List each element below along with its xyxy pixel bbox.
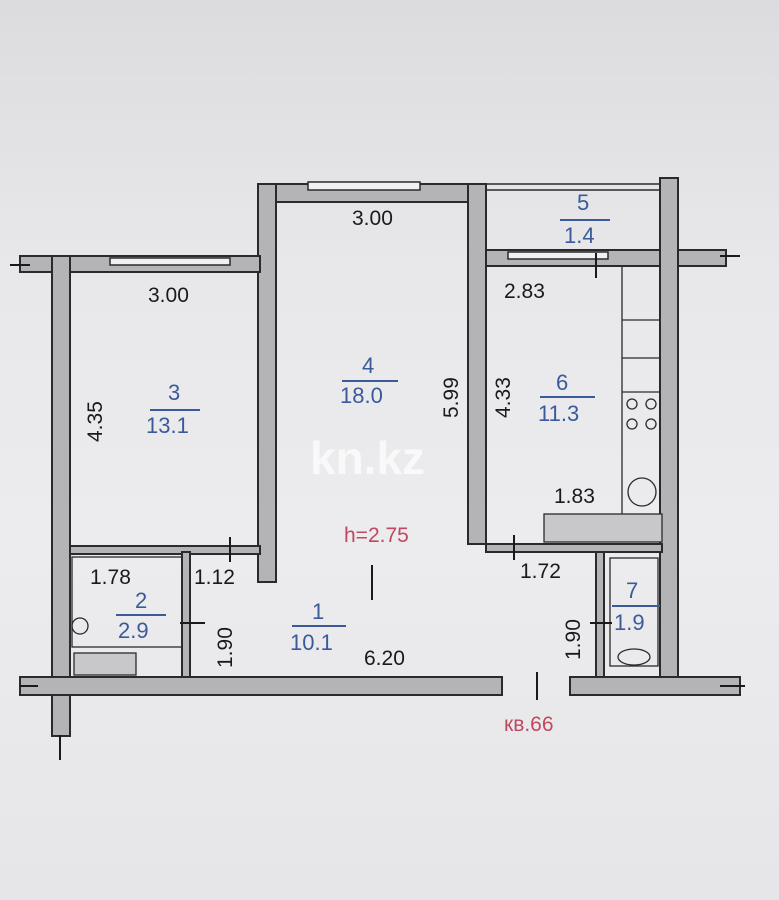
room-3-number: 3: [168, 380, 180, 405]
wall-right: [659, 177, 679, 679]
balcony: [486, 183, 660, 191]
dim-room4-length: 5.99: [440, 377, 463, 418]
dim-bath-length: 1.90: [214, 627, 237, 668]
room-1-number: 1: [312, 599, 324, 624]
room-6-number: 6: [556, 370, 568, 395]
wall-left: [51, 255, 71, 737]
room-7-number: 7: [626, 578, 638, 603]
dim-hall-small: 1.12: [194, 566, 235, 589]
apartment-label: кв.66: [504, 713, 554, 736]
dim-bath-width: 1.78: [90, 566, 131, 589]
watermark: kn.kz: [310, 432, 425, 484]
dim-room3-length: 4.35: [84, 401, 107, 442]
dim-hall-length: 6.20: [364, 647, 405, 670]
window-room3: [109, 257, 231, 266]
wall-room4-left: [257, 183, 277, 583]
room-4-number: 4: [362, 353, 374, 378]
dim-room3-width: 3.00: [148, 284, 189, 307]
radiator-kitchen: [543, 513, 663, 543]
room-labels: 3 13.1 4 18.0 5 1.4 6 11.3 2 2.9 1 10.1 …: [118, 190, 645, 655]
partition-3-hall: [69, 545, 261, 555]
bathtub: [71, 556, 183, 648]
dimension-lines: [10, 253, 745, 760]
window-room6: [507, 251, 609, 260]
dim-room4-width: 3.00: [352, 207, 393, 230]
room-5-number: 5: [577, 190, 589, 215]
dim-room6-width: 2.83: [504, 280, 545, 303]
dim-wc-length: 1.90: [562, 619, 585, 660]
room-2-number: 2: [135, 588, 147, 613]
partition-wc: [595, 551, 605, 678]
window-room4: [307, 181, 421, 191]
room-5-area: 1.4: [564, 223, 595, 248]
room-1-area: 10.1: [290, 630, 333, 655]
partition-bath: [181, 551, 191, 678]
sanitary-fittings: [71, 556, 659, 676]
room-7-area: 1.9: [614, 610, 645, 635]
room-2-area: 2.9: [118, 618, 149, 643]
room-4-area: 18.0: [340, 383, 383, 408]
wall-room4-right: [467, 183, 487, 545]
partition-6-hall: [485, 543, 663, 553]
dim-hall-right: 1.72: [520, 560, 561, 583]
wall-bottom-left: [19, 676, 503, 696]
dimension-labels: 3.00 3.00 2.83 4.35 5.99 4.33 1.83 1.78 …: [84, 207, 595, 670]
bath-radiator: [73, 652, 137, 676]
toilet: [609, 557, 659, 667]
kitchen-fittings: [543, 265, 663, 543]
wall-bottom-right: [569, 676, 741, 696]
room-6-area: 11.3: [538, 401, 579, 426]
room-label-bars: [116, 219, 660, 627]
room-3-area: 13.1: [146, 413, 189, 438]
ceiling-height: h=2.75: [344, 524, 409, 547]
dim-room6-nook: 1.83: [554, 485, 595, 508]
dim-room6-length: 4.33: [492, 377, 515, 418]
windows: [109, 181, 609, 266]
